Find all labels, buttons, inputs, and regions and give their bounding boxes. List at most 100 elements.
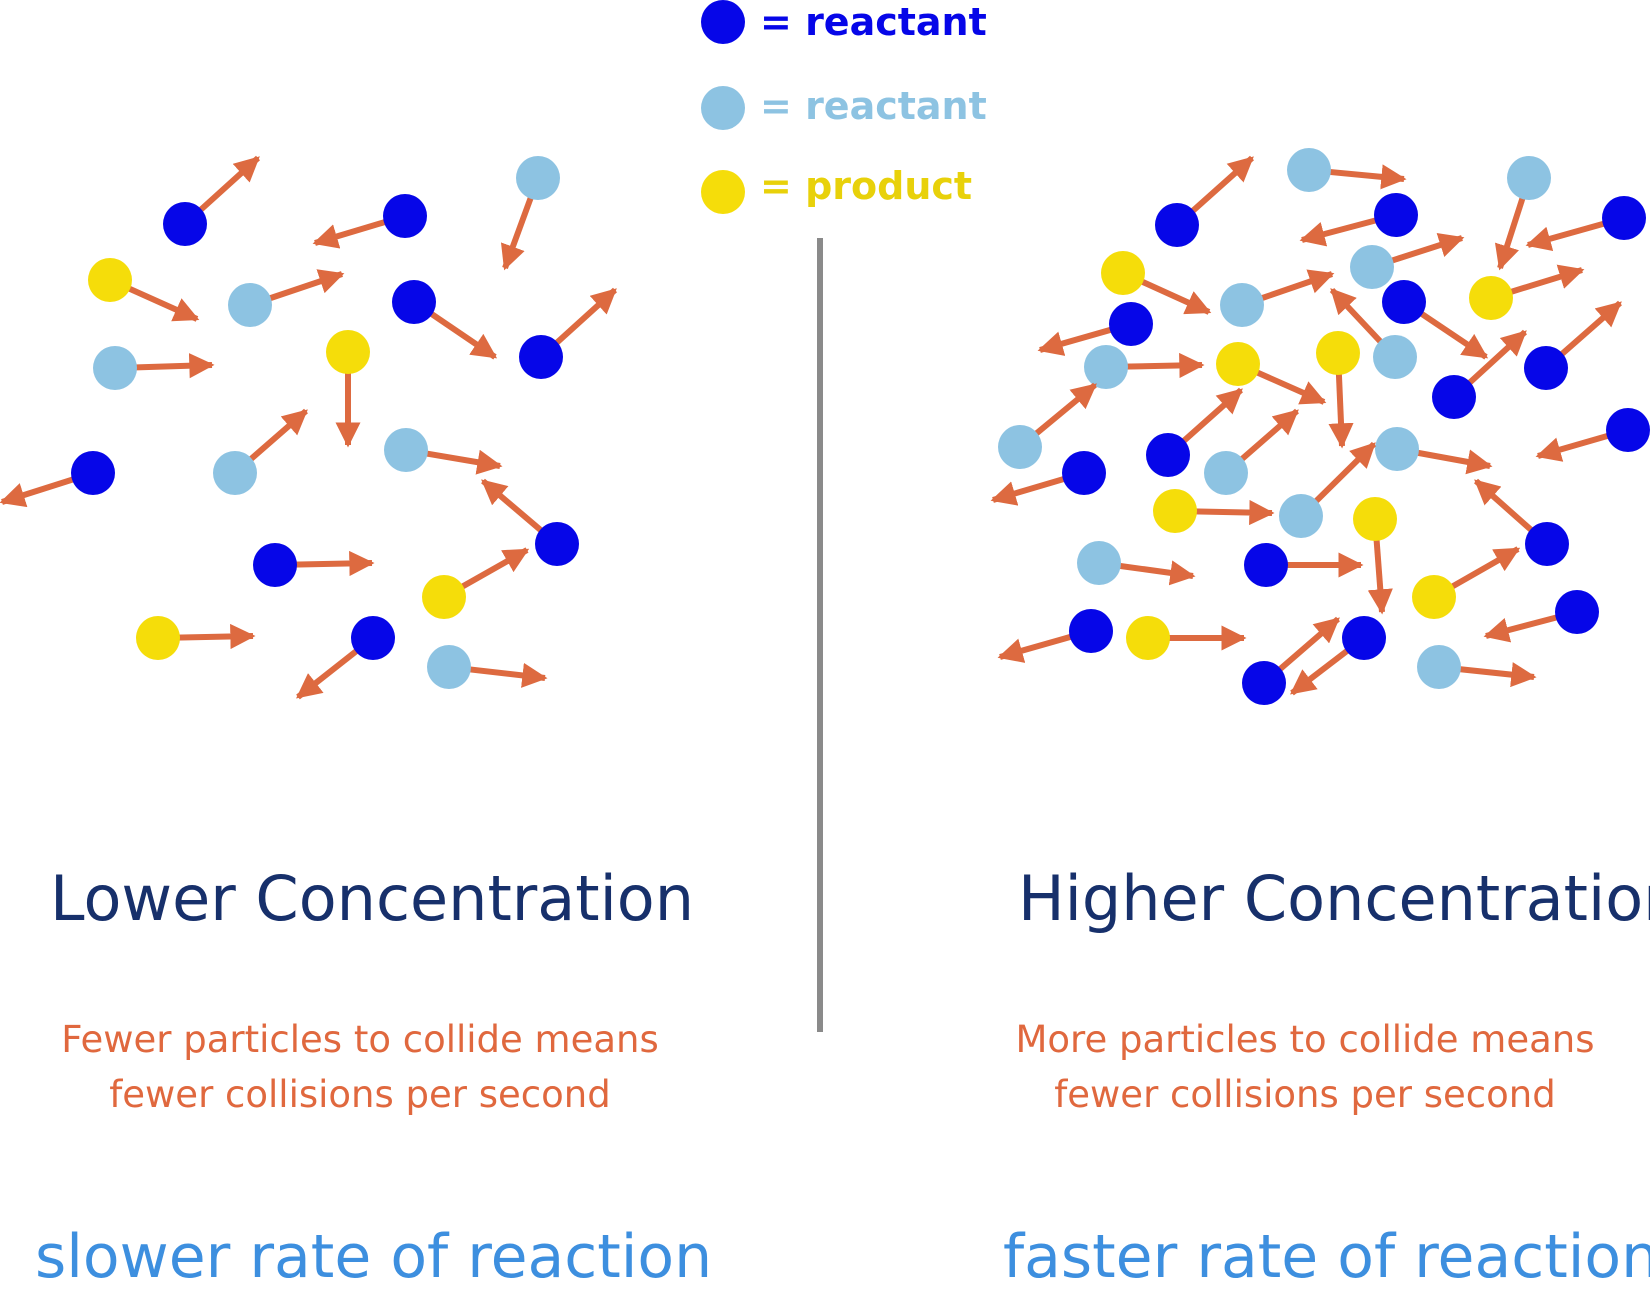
legend-dots bbox=[701, 0, 745, 214]
right-motion-arrow bbox=[1116, 560, 1196, 586]
right-motion-arrow bbox=[1253, 368, 1327, 405]
left-light-reactant-particle bbox=[384, 428, 428, 472]
right-motion-arrow bbox=[1465, 329, 1528, 388]
left-description-line-2: fewer collisions per second bbox=[109, 1073, 611, 1116]
left-motion-arrow bbox=[292, 550, 375, 577]
right-dark-reactant-particle bbox=[1602, 196, 1646, 240]
left-motion-arrow bbox=[481, 478, 546, 535]
right-motion-arrow bbox=[1456, 662, 1537, 688]
right-panel-title: Higher Concentration bbox=[1018, 862, 1650, 935]
left-motion-arrow bbox=[500, 193, 535, 271]
right-light-reactant-particle bbox=[1279, 494, 1323, 538]
right-light-reactant-particle bbox=[1375, 427, 1419, 471]
left-light-reactant-particle bbox=[427, 645, 471, 689]
right-motion-arrow bbox=[1388, 232, 1465, 265]
left-dark-reactant-particle bbox=[71, 451, 115, 495]
right-motion-arrow bbox=[1188, 155, 1254, 216]
right-product-particle bbox=[1126, 616, 1170, 660]
left-product-particle bbox=[422, 575, 466, 619]
right-panel-description: More particles to collide means fewer co… bbox=[975, 1012, 1635, 1122]
left-dark-reactant-particle bbox=[351, 616, 395, 660]
left-dark-reactant-particle bbox=[383, 194, 427, 238]
right-motion-arrow bbox=[1417, 309, 1489, 360]
left-motion-arrow bbox=[552, 287, 618, 348]
right-dark-reactant-particle bbox=[1342, 616, 1386, 660]
left-motion-arrow bbox=[466, 662, 548, 688]
right-motion-arrow bbox=[1258, 269, 1335, 302]
left-motion-arrow bbox=[196, 155, 261, 215]
right-dark-reactant-particle bbox=[1244, 543, 1288, 587]
left-panel-title: Lower Concentration bbox=[50, 862, 695, 935]
right-dark-reactant-particle bbox=[1069, 609, 1113, 653]
left-product-particle bbox=[326, 330, 370, 374]
right-rate-label: faster rate of reaction bbox=[1003, 1222, 1650, 1292]
left-motion-arrow bbox=[266, 269, 345, 303]
left-motion-arrow bbox=[125, 284, 200, 322]
right-motion-arrow bbox=[1525, 219, 1608, 251]
left-motion-arrow bbox=[246, 408, 308, 464]
right-dark-reactant-particle bbox=[1062, 451, 1106, 495]
right-light-reactant-particle bbox=[1084, 345, 1128, 389]
left-motion-arrow bbox=[132, 353, 215, 379]
right-product-particle bbox=[1153, 489, 1197, 533]
right-description-line-1: More particles to collide means bbox=[1015, 1018, 1595, 1061]
right-light-reactant-particle bbox=[1204, 451, 1248, 495]
right-light-reactant-particle bbox=[1507, 156, 1551, 200]
left-dark-reactant-particle bbox=[535, 522, 579, 566]
right-light-reactant-particle bbox=[1287, 148, 1331, 192]
left-light-reactant-particle bbox=[228, 283, 272, 327]
left-motion-arrow bbox=[458, 547, 530, 591]
right-motion-arrow bbox=[1275, 616, 1340, 674]
right-motion-arrow bbox=[1494, 194, 1527, 271]
left-dark-reactant-particle bbox=[519, 335, 563, 379]
right-motion-arrow bbox=[1031, 382, 1097, 438]
right-motion-arrow bbox=[1557, 300, 1622, 359]
right-product-particle bbox=[1101, 251, 1145, 295]
right-dark-reactant-particle bbox=[1606, 408, 1650, 452]
right-light-reactant-particle bbox=[1350, 245, 1394, 289]
right-light-reactant-particle bbox=[1077, 541, 1121, 585]
left-motion-arrow bbox=[423, 449, 503, 475]
right-motion-arrow bbox=[1483, 613, 1561, 643]
right-motion-arrow bbox=[1328, 370, 1354, 449]
right-motion-arrow bbox=[1037, 326, 1115, 356]
right-product-particle bbox=[1216, 342, 1260, 386]
right-product-particle bbox=[1316, 331, 1360, 375]
right-dark-reactant-particle bbox=[1146, 433, 1190, 477]
legend-label-dark-reactant: = reactant bbox=[760, 0, 987, 44]
right-dark-reactant-particle bbox=[1524, 346, 1568, 390]
right-motion-arrow bbox=[1326, 164, 1407, 190]
right-particle-group bbox=[990, 148, 1650, 705]
right-motion-arrow bbox=[1123, 352, 1205, 379]
left-light-reactant-particle bbox=[93, 346, 137, 390]
right-light-reactant-particle bbox=[1373, 335, 1417, 379]
right-description-line-2: fewer collisions per second bbox=[1054, 1073, 1556, 1116]
left-light-reactant-particle bbox=[213, 451, 257, 495]
right-dark-reactant-particle bbox=[1432, 375, 1476, 419]
right-motion-arrow bbox=[1535, 432, 1612, 462]
right-motion-arrow bbox=[1192, 499, 1275, 526]
right-motion-arrow bbox=[1138, 277, 1212, 315]
left-product-particle bbox=[88, 258, 132, 302]
left-dark-reactant-particle bbox=[253, 543, 297, 587]
left-description-line-1: Fewer particles to collide means bbox=[61, 1018, 659, 1061]
right-dark-reactant-particle bbox=[1242, 661, 1286, 705]
left-motion-arrow bbox=[312, 218, 389, 249]
right-motion-arrow bbox=[1474, 478, 1536, 535]
left-rate-label: slower rate of reaction bbox=[35, 1222, 713, 1292]
legend-dot-dark-reactant bbox=[701, 0, 745, 44]
legend-label-light-reactant: = reactant bbox=[760, 84, 987, 128]
left-light-reactant-particle bbox=[516, 156, 560, 200]
left-dark-reactant-particle bbox=[163, 202, 207, 246]
left-motion-arrow bbox=[427, 309, 498, 360]
right-dark-reactant-particle bbox=[1109, 302, 1153, 346]
right-light-reactant-particle bbox=[1220, 283, 1264, 327]
right-light-reactant-particle bbox=[1417, 645, 1461, 689]
right-motion-arrow bbox=[1237, 408, 1299, 464]
left-product-particle bbox=[136, 616, 180, 660]
right-dark-reactant-particle bbox=[1155, 203, 1199, 247]
left-dark-reactant-particle bbox=[392, 280, 436, 324]
right-motion-arrow bbox=[1367, 536, 1393, 615]
